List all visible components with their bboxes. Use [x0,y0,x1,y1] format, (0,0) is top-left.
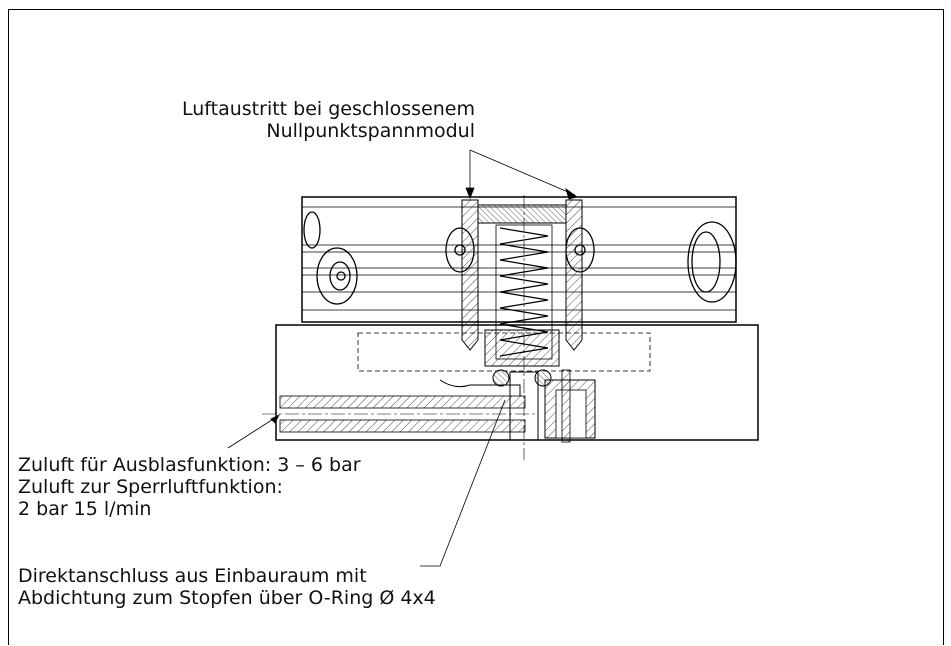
supply-line-2: Zuluft zur Sperrluftfunktion: [18,476,283,498]
leader-lines [227,149,578,567]
supply-air-label: Zuluft für Ausblasfunktion: 3 – 6 bar Zu… [18,454,361,520]
spring [495,224,553,360]
direct-line-2: Abdichtung zum Stopfen über O-Ring Ø 4x4 [18,587,436,609]
supply-line-1: Zuluft für Ausblasfunktion: 3 – 6 bar [18,454,361,476]
direct-connection-label: Direktanschluss aus Einbauraum mit Abdic… [18,565,436,609]
drawing-frame [8,9,944,645]
air-outlet-line-1: Luftaustritt bei geschlossenem [182,98,475,120]
supply-line-3: 2 bar 15 l/min [18,498,152,520]
supply-channel [262,379,535,433]
air-outlet-label: Luftaustritt bei geschlossenem Nullpunkt… [182,98,475,142]
air-outlet-line-2: Nullpunktspannmodul [266,120,475,142]
direct-line-1: Direktanschluss aus Einbauraum mit [18,565,367,587]
locking-balls [303,211,737,305]
o-rings [492,369,552,387]
